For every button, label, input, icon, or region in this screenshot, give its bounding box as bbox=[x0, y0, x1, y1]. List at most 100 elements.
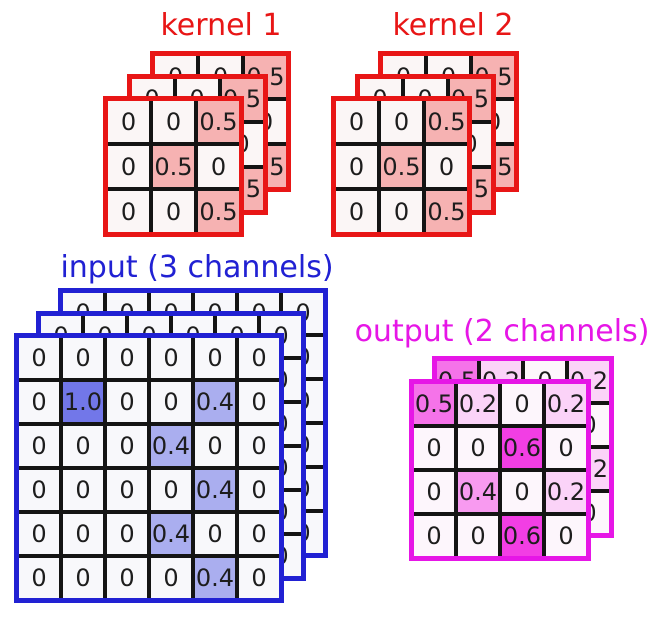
matrix-cell: 0.4 bbox=[173, 403, 213, 444]
matrix-cell: 0 bbox=[131, 78, 173, 120]
matrix-cell: 0.5 bbox=[245, 146, 286, 187]
matrix-cell: 0 bbox=[473, 101, 514, 142]
matrix-cell: 0.6 bbox=[525, 405, 565, 445]
matrix-cell: 0 bbox=[41, 315, 81, 356]
matrix-cell: 0 bbox=[217, 315, 257, 356]
matrix-cell: 0 bbox=[155, 101, 196, 142]
matrix-cell: 0 bbox=[85, 315, 125, 356]
matrix-cell: 0.4 bbox=[173, 491, 213, 532]
matrix-cell: 0.4 bbox=[195, 382, 235, 422]
matrix-cell: 0 bbox=[85, 535, 125, 576]
matrix-cell: 0 bbox=[239, 382, 279, 422]
matrix-cell: 0 bbox=[217, 491, 257, 532]
matrix-cell: 0.5 bbox=[245, 56, 286, 97]
matrix-cell: 0 bbox=[173, 315, 213, 356]
matrix-cell: 0.4 bbox=[239, 425, 279, 465]
matrix-cell: 0 bbox=[261, 491, 301, 532]
matrix-cell: 0 bbox=[261, 447, 301, 488]
matrix-cell: 0.5 bbox=[404, 123, 446, 165]
matrix-cell: 0 bbox=[502, 472, 542, 512]
matrix-cell: 0.6 bbox=[502, 516, 542, 556]
matrix-cell: 0 bbox=[449, 123, 491, 165]
matrix-cell: 0 bbox=[107, 338, 147, 378]
matrix-cell: 0.2 bbox=[546, 384, 586, 424]
matrix-cell: 0.5 bbox=[426, 191, 467, 232]
matrix-cell: 1.0 bbox=[85, 359, 125, 400]
matrix-cell: 0 bbox=[155, 56, 196, 97]
matrix-cell: 0 bbox=[261, 403, 301, 444]
matrix-cell: 0 bbox=[239, 514, 279, 554]
matrix-cell: 0.5 bbox=[449, 78, 491, 120]
matrix-cell: 0.5 bbox=[473, 146, 514, 187]
matrix-cell: 0 bbox=[131, 123, 173, 165]
matrix-cell: 0.4 bbox=[151, 514, 191, 554]
matrix-cell: 0 bbox=[63, 514, 103, 554]
matrix-cell: 0.2 bbox=[458, 384, 498, 424]
matrix-cell: 0 bbox=[63, 381, 103, 421]
matrix-cell: 0.5 bbox=[426, 101, 467, 142]
matrix-cell: 0.5 bbox=[414, 384, 454, 424]
matrix-cell: 0.5 bbox=[473, 56, 514, 97]
matrix-cell: 0 bbox=[239, 293, 279, 333]
matrix-cell: 0 bbox=[85, 447, 125, 488]
matrix-cell: 0 bbox=[129, 447, 169, 488]
matrix-cell: 0 bbox=[261, 315, 301, 356]
matrix-cell: 0 bbox=[19, 382, 59, 422]
matrix-cell: 0 bbox=[359, 123, 401, 165]
matrix-cell: 0 bbox=[107, 425, 147, 465]
matrix-cell: 0 bbox=[107, 469, 147, 509]
matrix-cell: 0 bbox=[19, 470, 59, 510]
matrix-cell: 0 bbox=[41, 535, 81, 576]
matrix-cell: 0 bbox=[131, 168, 173, 210]
matrix-cell: 0 bbox=[173, 447, 213, 488]
matrix-cell: 0 bbox=[245, 101, 286, 142]
matrix-cell: 0 bbox=[176, 78, 218, 120]
matrix-cell: 0 bbox=[151, 382, 191, 422]
matrix-cell: 0 bbox=[155, 146, 196, 187]
matrix-cell: 0 bbox=[63, 425, 103, 465]
input-title: input (3 channels) bbox=[60, 250, 334, 285]
matrix-cell: 0 bbox=[195, 426, 235, 466]
matrix-cell: 0 bbox=[63, 558, 103, 598]
matrix-cell: 0 bbox=[359, 168, 401, 210]
matrix-cell: 0.5 bbox=[221, 168, 263, 210]
matrix-cell: 0.4 bbox=[195, 469, 235, 509]
matrix-cell: 0 bbox=[383, 56, 424, 97]
matrix-cell: 0.4 bbox=[458, 472, 498, 512]
matrix-cell: 0 bbox=[239, 426, 279, 466]
matrix-cell: 0 bbox=[173, 535, 213, 576]
matrix-cell: 0 bbox=[41, 447, 81, 488]
matrix-cell: 0 bbox=[437, 449, 477, 489]
matrix-cell: 0.5 bbox=[153, 146, 194, 187]
matrix-cell: 0 bbox=[569, 493, 609, 533]
matrix-cell: 0 bbox=[195, 338, 235, 378]
matrix-cell: 0.4 bbox=[195, 558, 235, 598]
matrix-cell: 0 bbox=[437, 405, 477, 445]
matrix-cell: 0 bbox=[198, 146, 239, 187]
matrix-cell: 0 bbox=[426, 146, 467, 187]
matrix-cell: 0 bbox=[569, 405, 609, 445]
matrix-cell: 0 bbox=[261, 359, 301, 400]
matrix-cell: 0 bbox=[19, 558, 59, 598]
matrix-cell: 0.4 bbox=[239, 337, 279, 377]
matrix-cell: 0 bbox=[404, 168, 446, 210]
matrix-cell: 0 bbox=[428, 56, 469, 97]
matrix-cell: 0 bbox=[404, 78, 446, 120]
matrix-cell: 0 bbox=[195, 293, 235, 333]
matrix-cell: 0 bbox=[173, 359, 213, 400]
matrix-cell: 0 bbox=[336, 146, 377, 187]
matrix-cell: 0.4 bbox=[217, 359, 257, 400]
matrix-cell: 0 bbox=[195, 513, 235, 553]
matrix-cell: 0.5 bbox=[200, 101, 241, 142]
matrix-cell: 0 bbox=[283, 337, 323, 377]
matrix-cell: 0 bbox=[151, 558, 191, 598]
matrix-cell: 0 bbox=[107, 293, 147, 333]
matrix-cell: 0 bbox=[381, 101, 422, 142]
matrix-cell: 0 bbox=[151, 337, 191, 377]
